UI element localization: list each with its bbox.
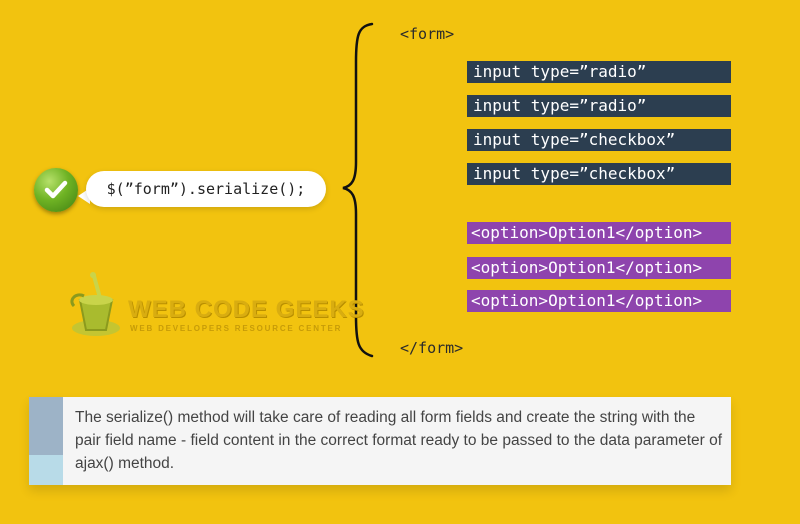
form-open-tag: <form>: [400, 25, 455, 43]
description-box: The serialize() method will take care of…: [29, 397, 731, 485]
logo-title: WEB CODE GEEKS: [128, 296, 365, 323]
description-text: The serialize() method will take care of…: [75, 409, 723, 472]
option-row: <option>Option1</option>: [467, 257, 731, 279]
curly-brace-icon: [342, 22, 374, 358]
input-row: input type=”checkbox”: [467, 129, 731, 151]
description-stripe: [29, 455, 63, 485]
check-icon: [34, 168, 78, 212]
logo-subtitle: WEB DEVELOPERS RESOURCE CENTER: [130, 324, 343, 333]
serialize-call-bubble: $(”form”).serialize();: [86, 171, 326, 207]
input-row: input type=”radio”: [467, 95, 731, 117]
option-row: <option>Option1</option>: [467, 290, 731, 312]
web-code-geeks-logo-icon: [70, 272, 120, 336]
option-row: <option>Option1</option>: [467, 222, 731, 244]
input-row: input type=”checkbox”: [467, 163, 731, 185]
description-stripe: [29, 397, 63, 455]
form-close-tag: </form>: [400, 339, 464, 357]
input-row: input type=”radio”: [467, 61, 731, 83]
